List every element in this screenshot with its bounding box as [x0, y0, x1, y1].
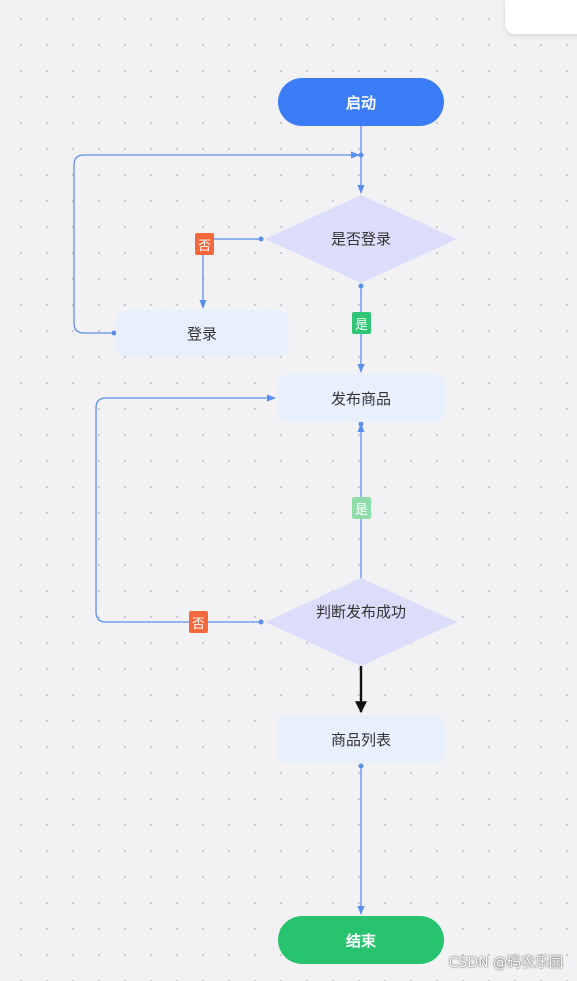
tag-publish-no: 否	[189, 611, 208, 633]
product-list-node[interactable]: 商品列表	[277, 715, 445, 763]
edge-check-login-yes-dot	[358, 283, 364, 289]
edge-check-publish-no-dot	[258, 619, 264, 625]
decision-check-publish-label: 判断发布成功	[315, 603, 406, 621]
decision-check-login-label: 是否登录	[330, 230, 391, 248]
decision-check-publish-shape[interactable]	[265, 578, 457, 666]
end-node[interactable]: 结束	[278, 916, 444, 964]
tag-publish-yes: 是	[352, 497, 371, 519]
edge-check-publish-yes-dot	[358, 421, 364, 427]
edge-start-dot	[358, 152, 364, 158]
watermark: CSDN @码农乐园	[448, 955, 563, 971]
edge-login-dot	[111, 330, 117, 336]
login-node[interactable]: 登录	[116, 310, 288, 356]
tag-login-no: 否	[195, 233, 214, 255]
tag-login-yes: 是	[352, 312, 371, 334]
edge-login-loop	[73, 151, 360, 334]
edge-check-login-no-dot	[258, 236, 264, 242]
corner-toolbar[interactable]	[505, 0, 577, 34]
publish-node[interactable]: 发布商品	[277, 374, 445, 422]
start-node[interactable]: 启动	[278, 78, 444, 126]
edge-list-dot	[358, 763, 364, 769]
edge-check-publish-no	[95, 394, 276, 623]
decision-check-login-shape[interactable]	[265, 195, 457, 283]
